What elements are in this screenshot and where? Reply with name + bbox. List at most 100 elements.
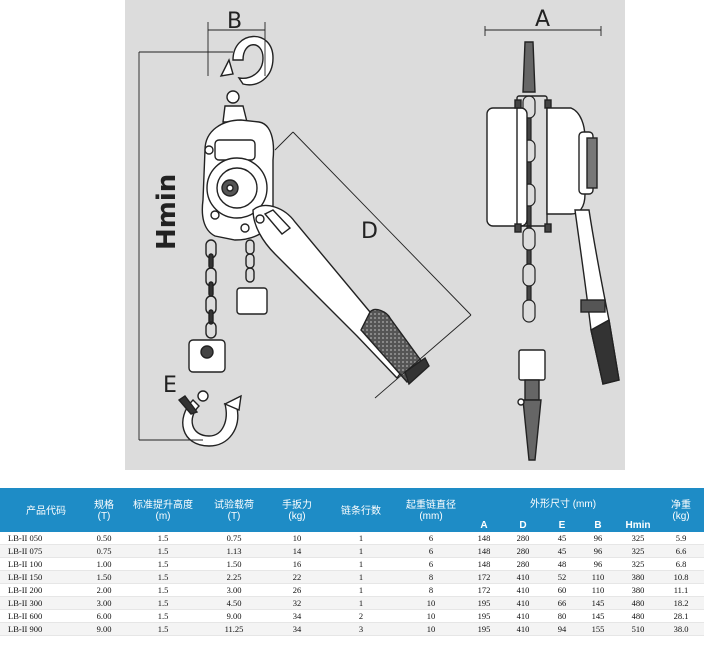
header-weight: 净重(kg) <box>658 488 704 532</box>
cell-a: 172 <box>468 583 500 597</box>
header-spec: 规格(T) <box>84 488 124 532</box>
spec-table-section: 产品代码 规格(T) 标准提升高度(m) 试验载荷(T) 手扳力(kg) 链条行… <box>0 488 704 647</box>
cell-test: 11.25 <box>202 622 266 636</box>
header-dims: 外形尺寸 (mm) <box>468 488 659 518</box>
cell-lift: 1.5 <box>124 596 202 610</box>
cell-a: 148 <box>468 544 500 558</box>
cell-b: 145 <box>578 609 618 623</box>
cell-code: LB-II 075 <box>0 544 84 558</box>
cell-test: 2.25 <box>202 570 266 584</box>
cell-weight: 38.0 <box>658 622 704 636</box>
cell-d: 280 <box>500 532 546 545</box>
header-lift: 标准提升高度(m) <box>124 488 202 532</box>
cell-b: 110 <box>578 570 618 584</box>
cell-code: LB-II 300 <box>0 596 84 610</box>
cell-lift: 1.5 <box>124 609 202 623</box>
cell-weight: 11.1 <box>658 583 704 597</box>
cell-spec: 0.75 <box>84 544 124 558</box>
cell-code: LB-II 150 <box>0 570 84 584</box>
cell-a: 195 <box>468 622 500 636</box>
cell-dia: 6 <box>394 557 468 571</box>
cell-dia: 6 <box>394 532 468 545</box>
cell-spec: 9.00 <box>84 622 124 636</box>
front-view <box>177 35 430 447</box>
cell-falls: 3 <box>328 622 394 636</box>
header-dim-e: E <box>546 518 578 532</box>
cell-b: 110 <box>578 583 618 597</box>
cell-test: 3.00 <box>202 583 266 597</box>
cell-weight: 6.6 <box>658 544 704 558</box>
cell-e: 52 <box>546 570 578 584</box>
cell-falls: 1 <box>328 583 394 597</box>
cell-b: 145 <box>578 596 618 610</box>
cell-code: LB-II 600 <box>0 609 84 623</box>
cell-hmin: 325 <box>618 532 659 545</box>
cell-test: 1.13 <box>202 544 266 558</box>
cell-d: 410 <box>500 622 546 636</box>
cell-d: 280 <box>500 544 546 558</box>
cell-d: 280 <box>500 557 546 571</box>
cell-test: 1.50 <box>202 557 266 571</box>
label-d: D <box>361 219 378 244</box>
cell-lift: 1.5 <box>124 557 202 571</box>
cell-falls: 1 <box>328 544 394 558</box>
cell-dia: 10 <box>394 609 468 623</box>
cell-e: 60 <box>546 583 578 597</box>
header-test-load: 试验载荷(T) <box>202 488 266 532</box>
cell-dia: 8 <box>394 570 468 584</box>
cell-e: 45 <box>546 532 578 545</box>
label-e: E <box>163 373 177 398</box>
cell-lift: 1.5 <box>124 532 202 545</box>
header-dim-hmin: Hmin <box>618 518 659 532</box>
cell-hmin: 380 <box>618 570 659 584</box>
cell-spec: 6.00 <box>84 609 124 623</box>
cell-dia: 8 <box>394 583 468 597</box>
load-chain <box>205 239 255 339</box>
cell-spec: 1.00 <box>84 557 124 571</box>
cell-test: 9.00 <box>202 609 266 623</box>
side-view <box>486 41 620 461</box>
cell-d: 410 <box>500 596 546 610</box>
cell-code: LB-II 900 <box>0 622 84 636</box>
cell-force: 14 <box>266 544 328 558</box>
cell-force: 16 <box>266 557 328 571</box>
cell-falls: 1 <box>328 532 394 545</box>
cell-code: LB-II 100 <box>0 557 84 571</box>
cell-falls: 1 <box>328 570 394 584</box>
cell-e: 66 <box>546 596 578 610</box>
dimension-lines-side <box>484 26 602 36</box>
cell-a: 195 <box>468 609 500 623</box>
cell-falls: 2 <box>328 609 394 623</box>
cell-dia: 10 <box>394 622 468 636</box>
cell-test: 4.50 <box>202 596 266 610</box>
header-subrow: A D E B Hmin <box>0 518 704 532</box>
hoist-drawing: B D E Hmin <box>125 0 625 470</box>
cell-spec: 0.50 <box>84 532 124 545</box>
cell-force: 22 <box>266 570 328 584</box>
cell-e: 48 <box>546 557 578 571</box>
cell-spec: 2.00 <box>84 583 124 597</box>
cell-d: 410 <box>500 609 546 623</box>
cell-weight: 5.9 <box>658 532 704 545</box>
cell-force: 34 <box>266 622 328 636</box>
header-dim-b: B <box>578 518 618 532</box>
cell-lift: 1.5 <box>124 583 202 597</box>
cell-hmin: 325 <box>618 544 659 558</box>
label-a: A <box>535 7 550 32</box>
cell-force: 10 <box>266 532 328 545</box>
cell-hmin: 325 <box>618 557 659 571</box>
dimension-lines-front <box>138 22 472 441</box>
cell-a: 195 <box>468 596 500 610</box>
spec-table: 产品代码 规格(T) 标准提升高度(m) 试验载荷(T) 手扳力(kg) 链条行… <box>0 488 704 636</box>
cell-d: 410 <box>500 583 546 597</box>
cell-weight: 28.1 <box>658 609 704 623</box>
cell-weight: 18.2 <box>658 596 704 610</box>
header-chain-dia: 起重链直径(mm) <box>394 488 468 532</box>
cell-force: 32 <box>266 596 328 610</box>
cell-lift: 1.5 <box>124 544 202 558</box>
cell-e: 94 <box>546 622 578 636</box>
header-dim-d: D <box>500 518 546 532</box>
